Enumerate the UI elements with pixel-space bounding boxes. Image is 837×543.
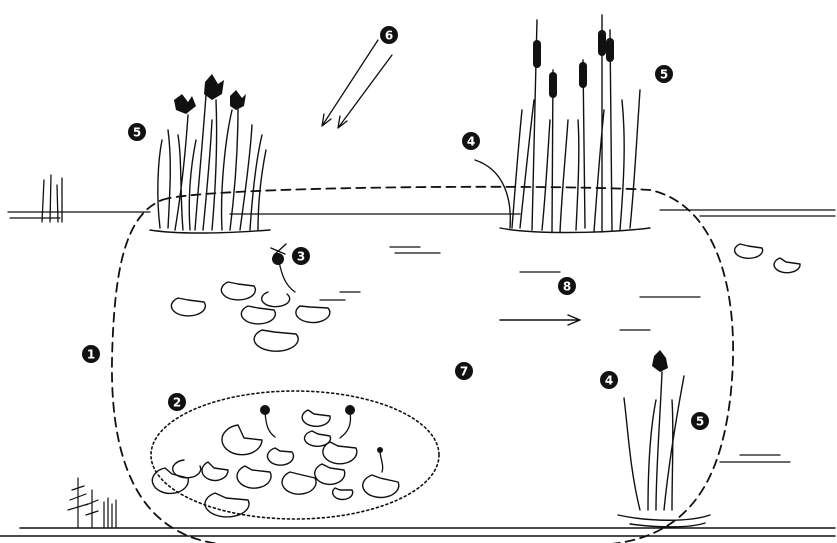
callout-7: 7 — [455, 362, 473, 380]
cattail-clump — [475, 15, 650, 233]
trees-bottom-left — [68, 478, 116, 528]
callout-number: 6 — [385, 29, 393, 43]
callout-5b: 5 — [655, 65, 673, 83]
water-flow-arrow — [500, 315, 580, 325]
pond-boundary — [112, 187, 733, 543]
callout-4b: 4 — [600, 371, 618, 389]
callout-number: 2 — [173, 396, 181, 410]
dragonfly-icon — [271, 244, 295, 292]
water-surface-lines — [0, 210, 835, 536]
lily-pads-zone — [152, 410, 398, 517]
callout-number: 5 — [696, 415, 704, 429]
callout-number: 5 — [133, 126, 141, 140]
lily-pads-right — [735, 244, 800, 273]
iris-clump — [150, 74, 270, 233]
callout-number: 7 — [460, 365, 468, 379]
sunlight-arrows — [322, 40, 392, 128]
callout-number: 1 — [87, 348, 95, 362]
reeds-left-shore — [42, 175, 62, 222]
callout-number: 5 — [660, 68, 668, 82]
lily-pads-upper — [171, 282, 329, 351]
callout-number: 8 — [563, 280, 571, 294]
floating-leaf-zone — [151, 391, 439, 519]
callout-1: 1 — [82, 345, 100, 363]
callout-number: 4 — [467, 135, 475, 149]
callout-number: 4 — [605, 374, 613, 388]
callout-number: 3 — [297, 250, 305, 264]
callout-5c: 5 — [691, 412, 709, 430]
callout-2: 2 — [168, 393, 186, 411]
callout-4a: 4 — [462, 132, 480, 150]
callout-5a: 5 — [128, 123, 146, 141]
callout-3: 3 — [292, 247, 310, 265]
callout-6: 6 — [380, 26, 398, 44]
callout-8: 8 — [558, 277, 576, 295]
